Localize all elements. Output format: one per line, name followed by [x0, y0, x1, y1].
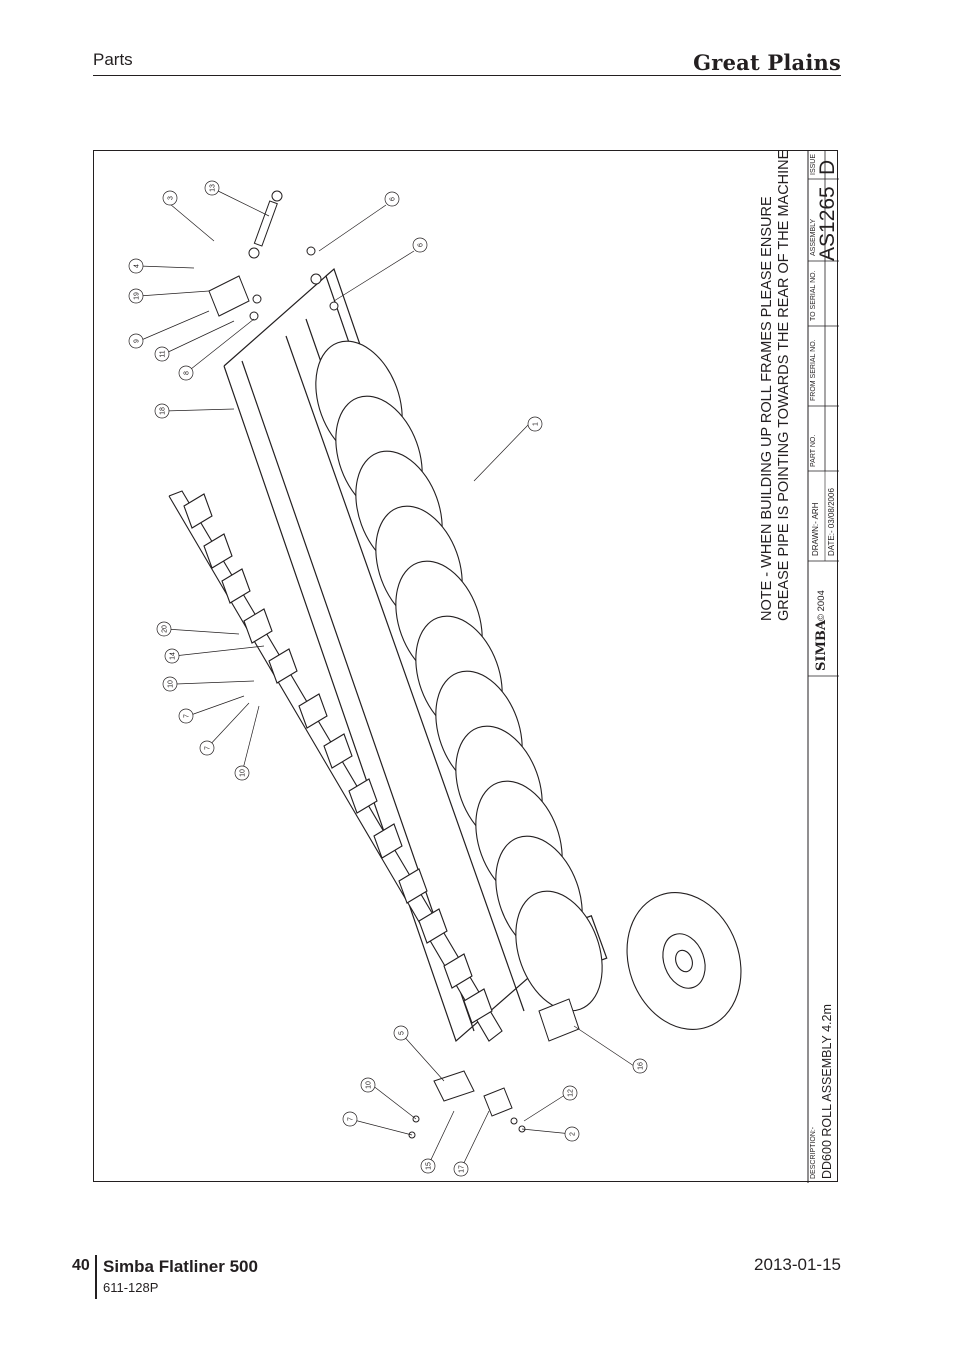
page-number: 40	[72, 1257, 90, 1274]
callout-20: 20	[162, 625, 169, 633]
callout-7: 7	[205, 746, 212, 750]
callout-14: 14	[170, 652, 177, 660]
from-serial-label: FROM SERIAL NO.	[810, 339, 817, 401]
callout-11: 11	[160, 350, 167, 357]
callout-15: 15	[426, 1162, 433, 1170]
footer-divider	[95, 1255, 97, 1299]
issue-letter: D	[816, 159, 839, 175]
callout-6: 6	[418, 243, 425, 247]
callout-bubbles	[128, 180, 648, 1177]
manual-title: Simba Flatliner 500	[103, 1257, 258, 1276]
callout-6: 6	[390, 197, 397, 201]
callout-13: 13	[210, 184, 217, 192]
callout-16: 16	[638, 1062, 645, 1070]
callout-10: 10	[240, 769, 247, 777]
callout-7: 7	[348, 1117, 355, 1121]
callout-7: 7	[184, 714, 191, 718]
section-title: Parts	[93, 50, 133, 69]
to-serial-label: TO SERIAL NO.	[810, 270, 817, 321]
note-line-2: GREASE PIPE IS POINTING TOWARDS THE REAR…	[776, 149, 792, 621]
callout-1: 1	[533, 422, 540, 426]
callout-17: 17	[459, 1165, 466, 1173]
simba-logo: SIMBA	[814, 620, 829, 671]
part-no-label: PART NO.	[810, 434, 817, 467]
callout-12: 12	[568, 1089, 575, 1097]
bracket-parts	[408, 998, 580, 1139]
brand-logo: Great Plains	[693, 50, 841, 75]
manual-code: 611-128P	[103, 1280, 159, 1295]
callout-8: 8	[184, 371, 191, 375]
tine-bar	[168, 490, 503, 1042]
callout-10: 10	[168, 680, 175, 688]
description-value: DD600 ROLL ASSEMBLY 4.2m	[820, 1004, 834, 1179]
callout-10: 10	[366, 1081, 373, 1089]
callout-5: 5	[399, 1031, 406, 1035]
callout-3: 3	[168, 196, 175, 200]
callout-19: 19	[134, 292, 141, 300]
roll-discs	[315, 340, 742, 1030]
callout-9: 9	[134, 339, 141, 343]
callout-18: 18	[160, 407, 167, 415]
description-label: DESCRIPTION:-	[810, 1126, 817, 1179]
publish-date: 2013-01-15	[754, 1255, 841, 1274]
assembly-number: AS1265	[816, 186, 839, 261]
callout-4: 4	[134, 264, 141, 268]
header-divider	[93, 75, 841, 76]
drawing-date: DATE:- 03/08/2006	[827, 488, 836, 556]
hitch-parts	[208, 190, 339, 321]
leader-lines	[138, 187, 635, 1170]
callout-2: 2	[570, 1132, 577, 1136]
drawn-by: DRAWN:- ARH	[811, 502, 820, 556]
note-line-1: NOTE - WHEN BUILDING UP ROLL FRAMES PLEA…	[759, 196, 775, 621]
copyright: © 2004	[816, 590, 827, 621]
assembly-note: NOTE - WHEN BUILDING UP ROLL FRAMES PLEA…	[759, 150, 793, 621]
